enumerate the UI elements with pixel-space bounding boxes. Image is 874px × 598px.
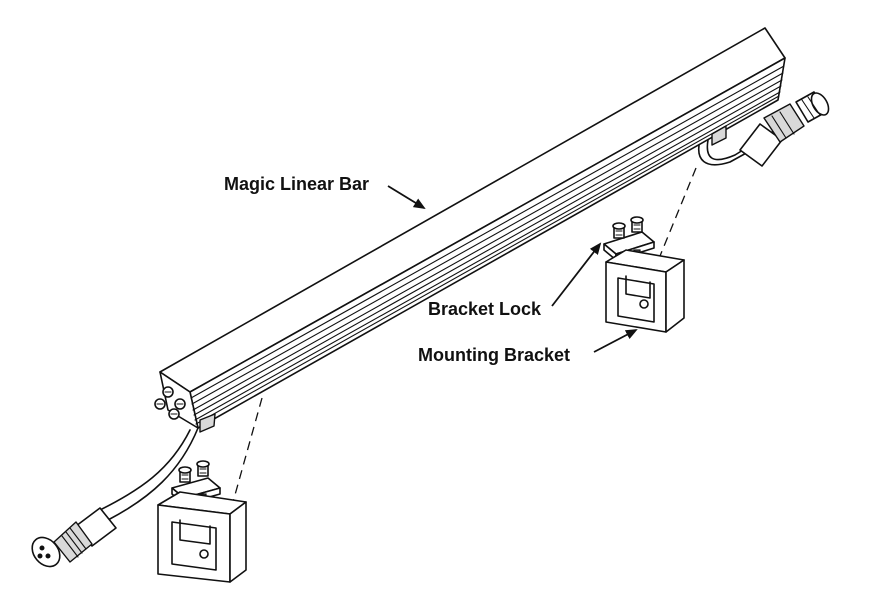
bracket-label: Mounting Bracket [418,345,570,365]
mounting-bracket-right [605,249,685,333]
bar-label: Magic Linear Bar [224,174,369,194]
mounting-bracket-left [157,491,247,583]
cable-connector-icon [31,507,117,568]
right-cable-connector [698,91,830,167]
bracket-callout-arrow [593,329,638,353]
cable-connector-icon [739,91,830,167]
linear-bar-icon [154,27,786,433]
lock-label: Bracket Lock [428,299,542,319]
alignment-line-right [659,167,697,257]
left-cable-connector [31,427,199,568]
lock-callout-arrow [551,242,602,307]
bar-callout-arrow [387,185,426,210]
